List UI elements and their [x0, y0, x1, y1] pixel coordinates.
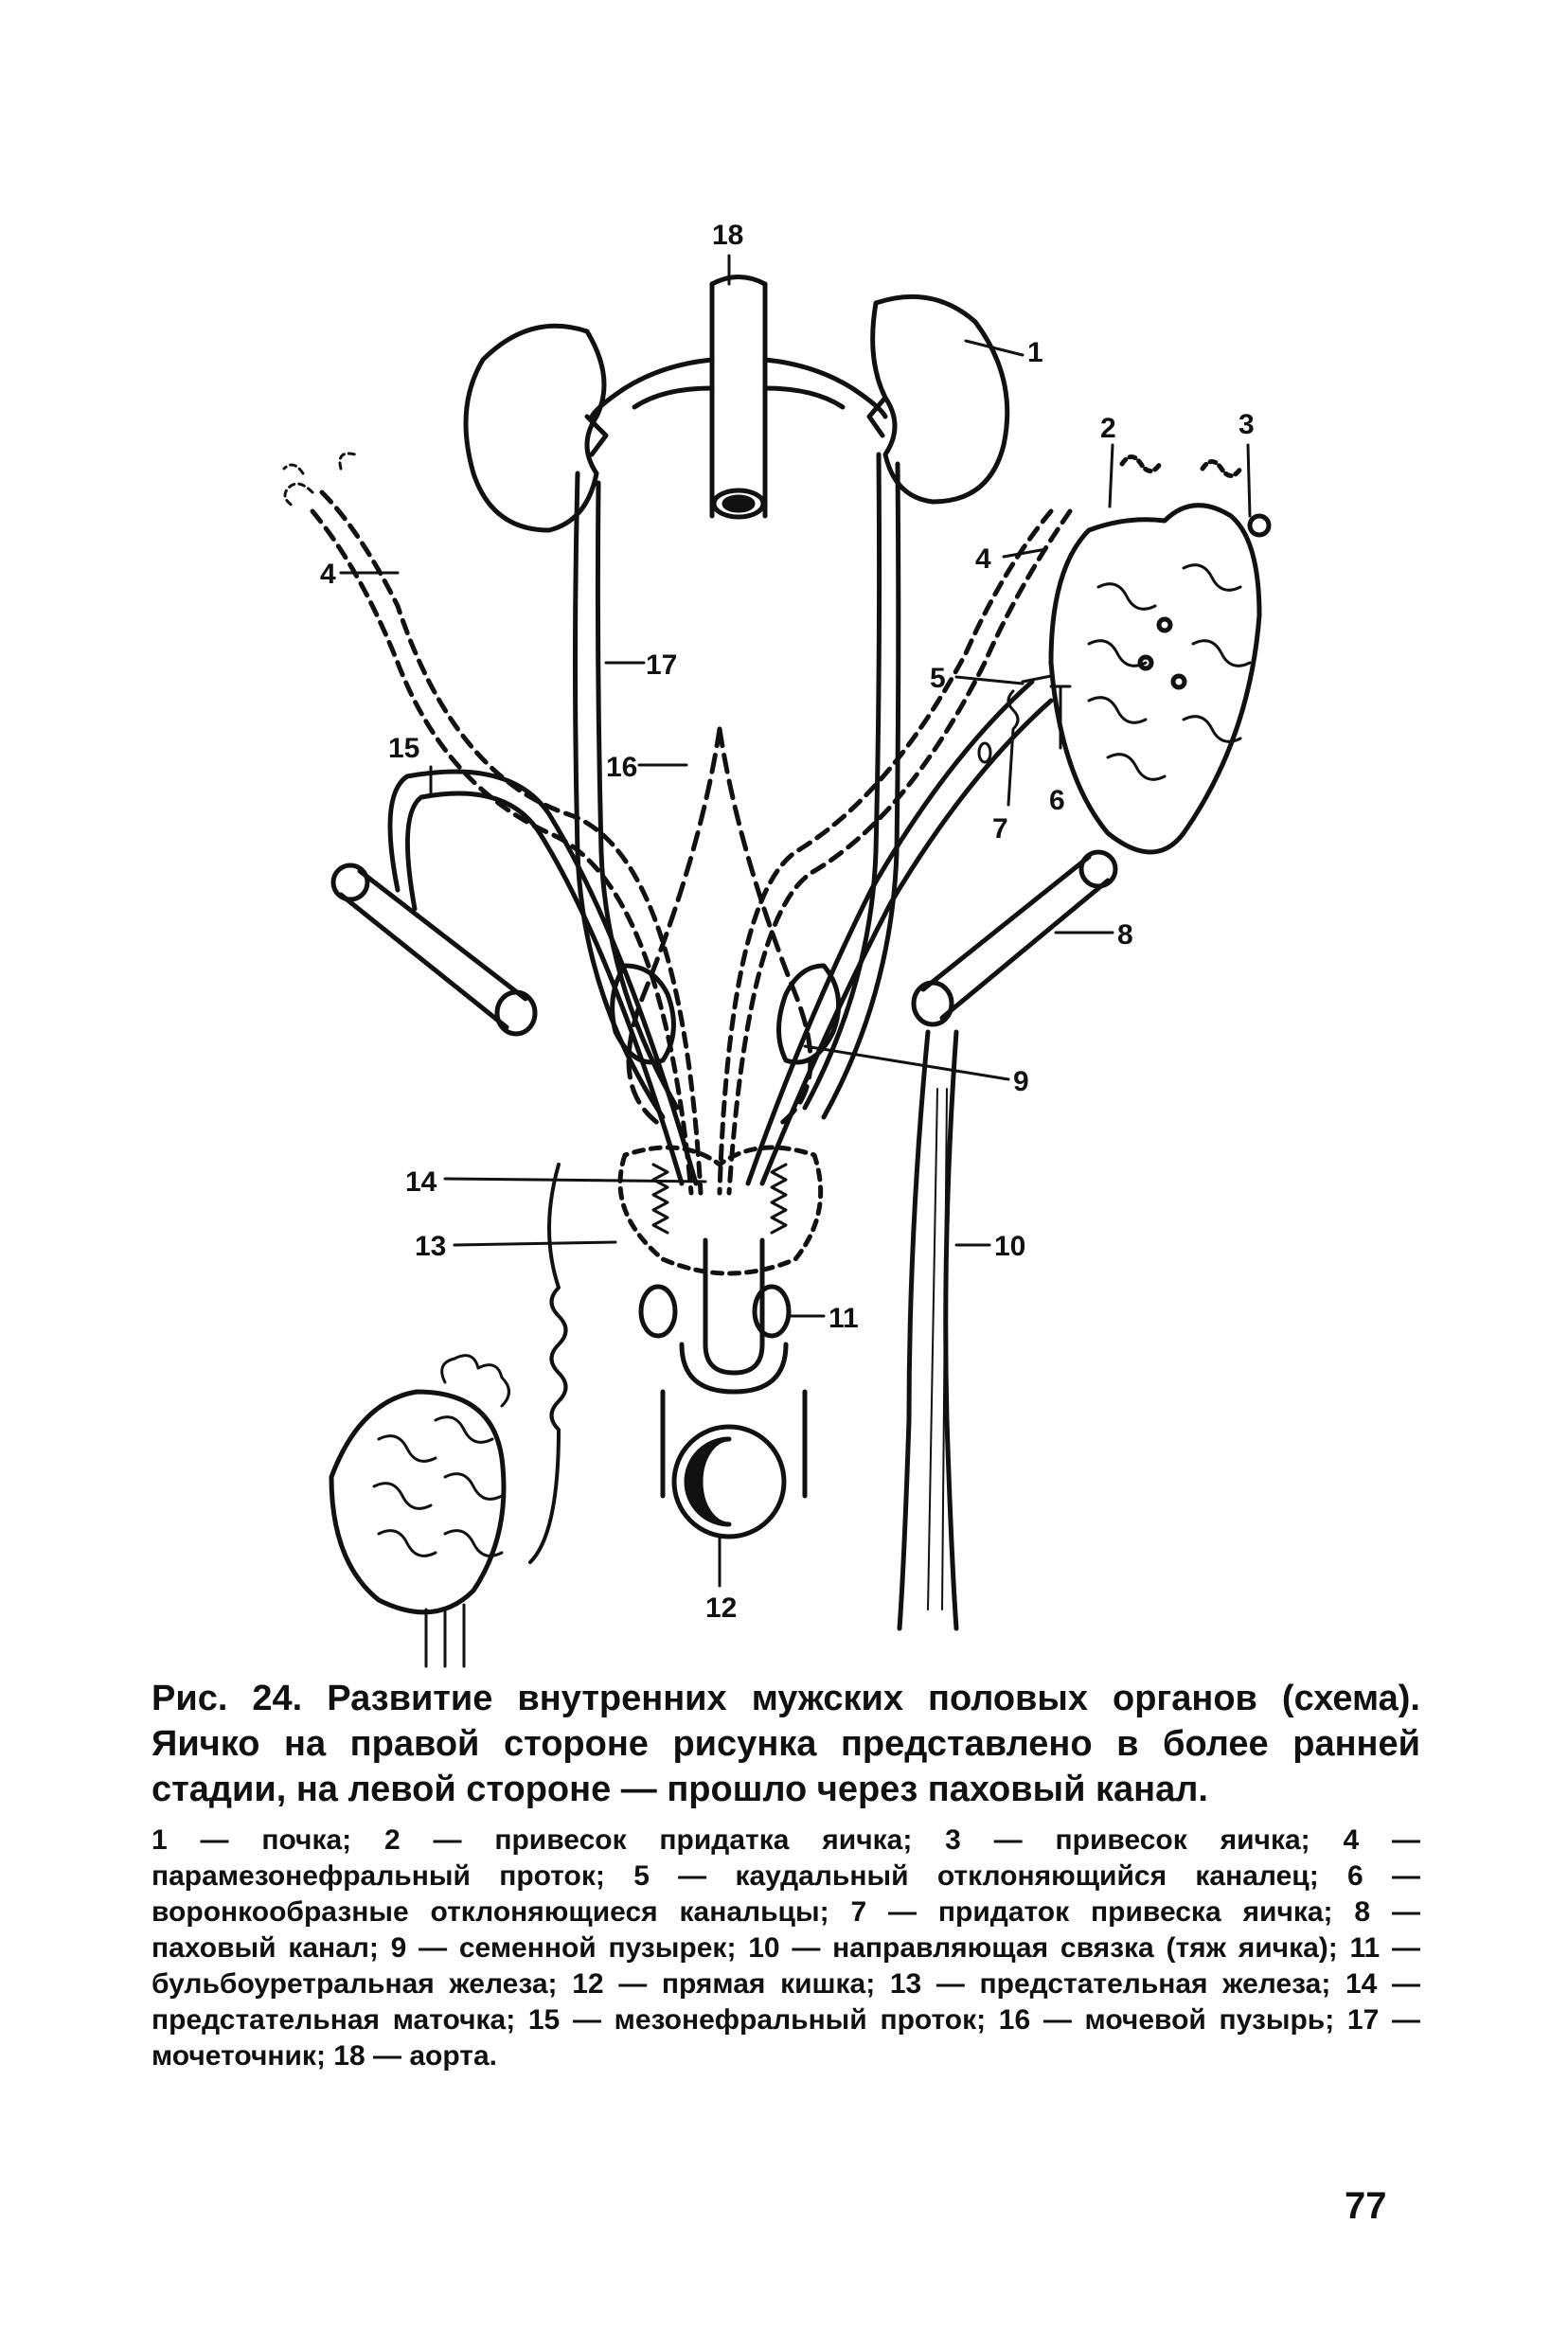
fimbria — [282, 452, 357, 508]
figure-reference: Рис. 24. — [151, 1679, 303, 1718]
label-4-left: 4 — [320, 559, 336, 590]
label-15: 15 — [388, 733, 419, 764]
prostate — [617, 1145, 824, 1276]
label-8: 8 — [1117, 919, 1133, 951]
ureter — [573, 452, 901, 1120]
leader-lines — [339, 254, 1252, 1588]
label-1: 1 — [1027, 337, 1043, 368]
label-6: 6 — [1049, 785, 1065, 816]
label-11: 11 — [829, 1303, 859, 1334]
testis-early — [1048, 454, 1272, 855]
label-13: 13 — [415, 1231, 446, 1262]
inguinal-canal-left — [330, 863, 538, 1037]
label-4-right: 4 — [975, 543, 991, 575]
testis-descended — [329, 1163, 568, 1668]
label-5: 5 — [930, 663, 946, 694]
label-9: 9 — [1013, 1066, 1029, 1097]
figure-legend: 1 — почка; 2 — привесок придатка яичка; … — [151, 1824, 1420, 2072]
label-14: 14 — [405, 1166, 437, 1198]
label-17: 17 — [646, 649, 677, 681]
label-16: 16 — [606, 752, 637, 783]
kidney-right — [866, 294, 1010, 505]
label-3: 3 — [1238, 409, 1255, 440]
page-number: 77 — [1345, 2185, 1387, 2227]
paramesonephric-duct — [310, 489, 1073, 1196]
anatomical-diagram: 18 1 2 3 4 4 17 5 15 16 6 7 8 9 14 13 10… — [282, 220, 1272, 1668]
figure-caption: Рис. 24. Развитие внутренних мужских пол… — [151, 1676, 1420, 1812]
kidney-left — [463, 323, 609, 533]
rectum — [660, 1389, 808, 1539]
bladder — [626, 726, 813, 1130]
seminal-vesicle — [610, 963, 842, 1065]
mesonephric-duct — [387, 679, 1054, 1186]
label-18: 18 — [712, 220, 743, 251]
label-12: 12 — [705, 1592, 737, 1624]
figure-title: Развитие внутренних мужских половых орга… — [151, 1679, 1420, 1809]
label-10: 10 — [994, 1231, 1025, 1262]
aorta — [589, 275, 888, 520]
gubernaculum — [897, 1029, 959, 1631]
prostate-gland-coils — [651, 1163, 788, 1235]
inguinal-canal-right — [911, 849, 1118, 1027]
label-2: 2 — [1100, 413, 1116, 444]
efferent-ductules — [977, 674, 1072, 807]
urethra — [679, 1237, 789, 1395]
label-7: 7 — [992, 813, 1008, 845]
bulbourethral-gland — [638, 1284, 792, 1339]
